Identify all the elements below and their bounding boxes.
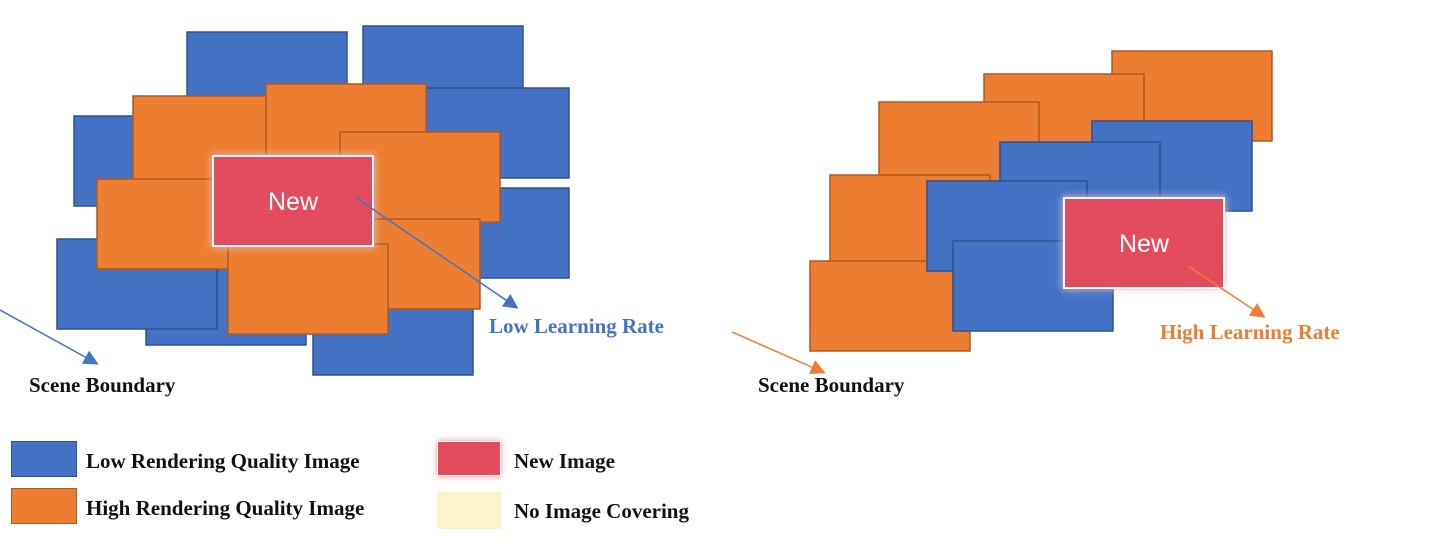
high-quality-image [809,260,971,352]
left-boundary-arrow [0,309,99,365]
right-high-quality-images [809,50,1273,352]
legend-new-image-swatch [437,441,501,476]
legend-low-quality-swatch [11,441,77,477]
left-rate-arrow [354,196,519,309]
right-boundary-label: Scene Boundary [758,373,905,397]
legend-no-cover-swatch [437,492,501,529]
right-boundary-arrow [731,331,826,375]
left-rate-label: Low Learning Rate [489,314,664,338]
left-boundary-label: Scene Boundary [29,373,176,397]
legend-new-image-label: New Image [514,449,615,473]
right-new-label: New [1119,230,1170,258]
right-rate-arrow [1187,265,1266,318]
legend-no-cover-label: No Image Covering [514,499,689,523]
legend-high-quality-label: High Rendering Quality Image [86,496,365,520]
right-rate-label: High Learning Rate [1160,320,1340,344]
left-new-image: New [212,155,374,247]
left-new-label: New [268,188,319,216]
legend-high-quality-swatch [11,488,77,524]
high-quality-image [227,243,389,335]
legend-low-quality-label: Low Rendering Quality Image [86,449,360,473]
